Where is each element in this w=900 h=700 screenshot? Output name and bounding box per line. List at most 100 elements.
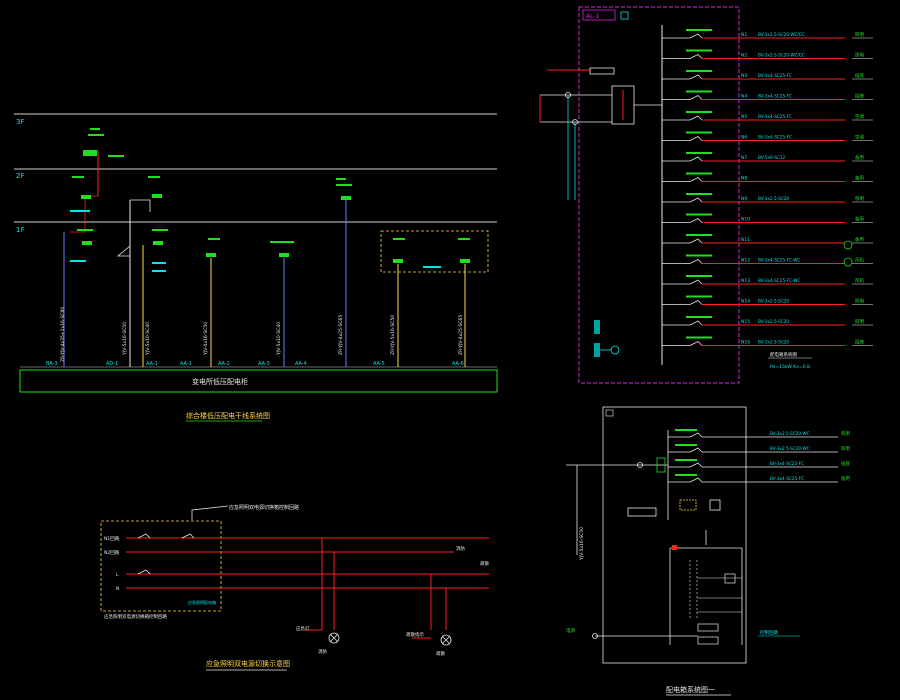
riser-diagram: 3F 2F 1F 变电所低压配电柜 BA-3 AD-1 AA-1 AA-1 AA…	[14, 113, 498, 422]
circuit-destination: 风机	[855, 277, 864, 284]
bus-tag-5: AA-3	[258, 361, 270, 367]
bus-tag-8: AA-6	[452, 361, 464, 367]
breaker-symbol	[689, 115, 703, 121]
breaker-symbol	[689, 95, 703, 100]
dist-box-2f-a	[81, 195, 91, 199]
circuit-cable-text: BV-3x2.5-SC20	[758, 340, 789, 345]
circuit-number: N2	[741, 53, 747, 59]
bus-tag-2: AA-1	[146, 361, 158, 367]
circuit-cable-text: BV-3x4-SC25-FC-WC	[758, 258, 800, 263]
circuit-cable-text: BV-3x2.5-SC20-WC/CC	[758, 32, 805, 37]
circuit-number: N5	[741, 114, 747, 120]
small-circuit-destination: 照明	[841, 431, 850, 437]
feeder-label-0: N1回路	[104, 535, 120, 542]
floor-label-3f: 3F	[16, 118, 24, 126]
annot-mark	[208, 238, 220, 240]
bus-tag-3: AA-1	[180, 361, 192, 367]
annot-mark	[70, 210, 90, 212]
dist-box-1f-a	[82, 241, 92, 245]
breaker-symbol	[689, 177, 703, 182]
panel-circuit-row: N16 BV-3x2.5-SC20 插座	[662, 336, 873, 346]
circuit-number: N16	[741, 340, 750, 346]
circuit-number: N3	[741, 73, 747, 79]
circuit-cable-text: BV-3x2.5-SC20	[758, 299, 789, 304]
circuit-destination: 插座	[855, 339, 864, 346]
breaker-symbol	[689, 136, 703, 141]
circuit-destination: 风机	[855, 257, 864, 264]
circuit-number: N8	[741, 176, 747, 182]
bus-tag-1: AD-1	[106, 361, 118, 367]
floor-label-2f: 2F	[16, 172, 24, 180]
small-panel-input-text: YJV-5x16-SC50	[579, 527, 585, 561]
control-box-outline	[100, 520, 222, 612]
panel-enclosure-outline	[578, 6, 740, 384]
panel-title: AL-1	[586, 13, 600, 20]
emergency-lamp-2	[440, 634, 452, 646]
breaker-spec-mark	[686, 131, 712, 134]
control-fuse	[672, 545, 677, 550]
small-panel-left-label: 电源	[566, 627, 575, 634]
control-terminal-2	[697, 636, 719, 645]
riser-cable-text-5: ZR-YJV-4x25-SC65	[338, 315, 344, 355]
annot-mark	[152, 262, 166, 264]
breaker-spec-mark	[686, 193, 712, 195]
panel-meter-symbol	[620, 11, 629, 20]
circuit-number: N12	[741, 258, 750, 264]
breaker-symbol	[689, 300, 703, 305]
circuit-destination: 照明	[855, 53, 864, 59]
dist-box-1f-e	[393, 259, 403, 263]
small-breaker-spec	[675, 429, 697, 431]
riser-cable-text-6: ZR-YJV-5x16-SC50	[390, 315, 396, 355]
annot-mark	[423, 266, 441, 268]
breaker-spec-mark	[686, 111, 712, 113]
small-panel-circuit-row: BV-3x2.5-SC20-WC 照明	[668, 429, 850, 438]
circuit-destination: 插座	[855, 93, 864, 100]
annot-mark	[393, 238, 405, 240]
breaker-spec-mark	[686, 275, 712, 277]
lamp-label-0b: 消防	[318, 648, 327, 655]
annot-mark	[458, 238, 470, 240]
bus-tag-4: AA-2	[218, 361, 230, 367]
breaker-symbol	[689, 320, 703, 326]
circuit-destination: 备用	[855, 236, 864, 243]
control-leader-line	[191, 505, 229, 520]
circuit-number: N4	[741, 94, 747, 100]
riser-box-subtext	[70, 210, 441, 272]
bus-label: 变电所低压配电柜	[192, 377, 248, 386]
small-breaker-spec	[675, 459, 697, 461]
control-note-bottom: 应急照明配电箱	[188, 599, 216, 605]
breaker-spec-mark	[686, 152, 712, 154]
small-panel-right-note: 控制回路	[760, 629, 778, 636]
breaker-spec-mark	[686, 336, 712, 339]
small-panel-outline	[602, 406, 747, 664]
circuit-destination: 备用	[855, 175, 864, 182]
riser-cable-text-3: YJV-4x16-SC50	[203, 322, 209, 356]
circuit-number: N9	[741, 196, 747, 202]
lamp-label-1: 疏散指示	[406, 631, 424, 638]
motor-symbol-2	[843, 257, 853, 267]
riser-cable-text-7: ZR-YJV-4x25-SC65	[458, 315, 464, 355]
small-circuit-text: BV-3x2.5-SC20-WC	[770, 431, 810, 436]
circuit-number: N7	[741, 155, 747, 161]
terminal-symbol	[572, 119, 578, 125]
switch-symbol-1	[137, 533, 151, 539]
circuit-number: N14	[741, 299, 750, 305]
spd-symbol	[594, 320, 600, 334]
dist-box-3f	[83, 150, 97, 156]
circuit-cable-text: BV-3x2.5-SC20	[758, 319, 789, 324]
control-coil	[724, 573, 736, 584]
circuit-cable-text: BV-3x4-SC25-FC-WC	[758, 278, 800, 283]
feeder-label-3: N	[116, 586, 119, 592]
small-panel-contactor	[679, 499, 697, 511]
lamp-label-1b: 疏散	[436, 650, 445, 657]
